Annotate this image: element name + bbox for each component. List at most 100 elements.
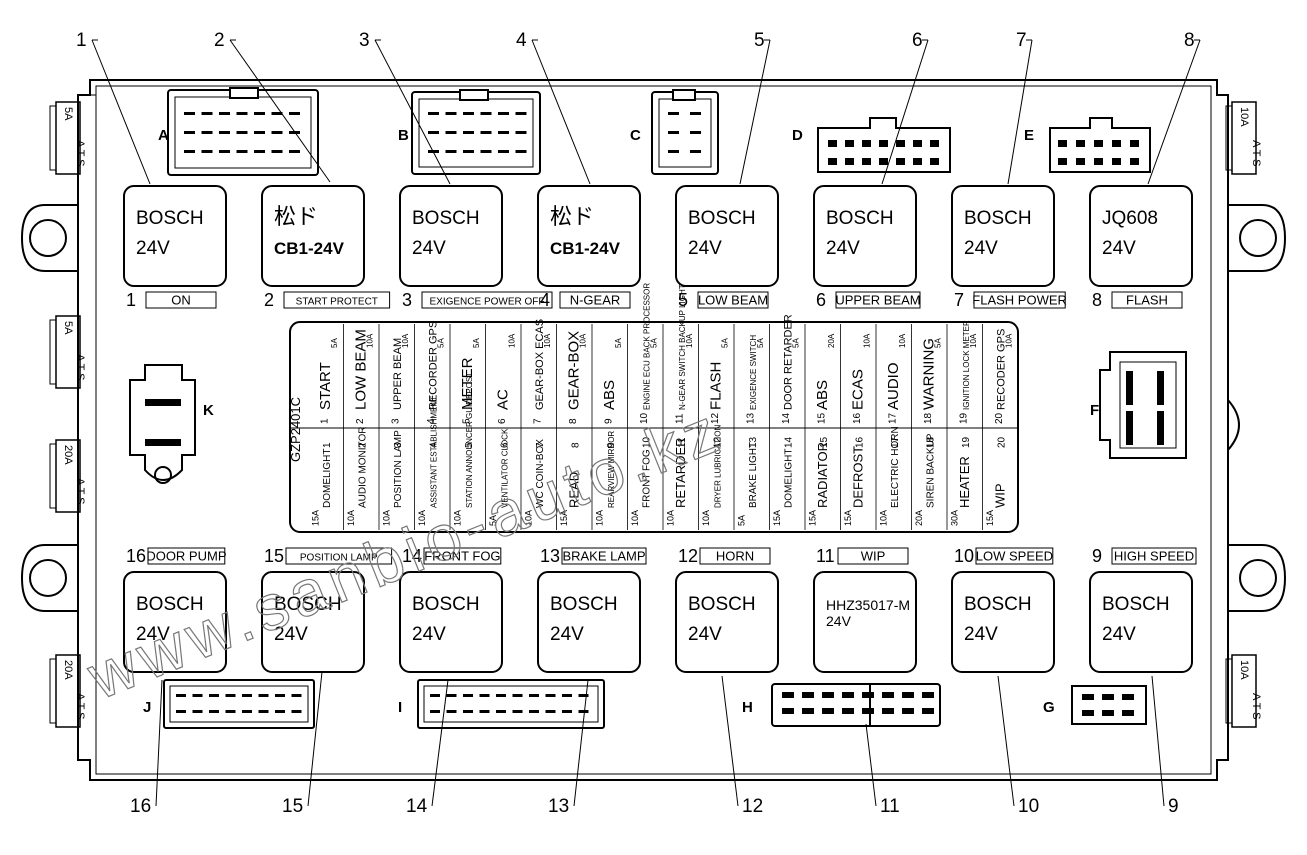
fuse-top-amp: 5A	[650, 338, 659, 348]
fuse-bottom-amp: 10A	[630, 510, 640, 526]
connector-pin	[515, 131, 527, 134]
connector-pin	[258, 694, 269, 697]
fuse-top-index: 19	[959, 412, 970, 424]
connector-pin	[176, 694, 186, 697]
fuse-bottom-name: STATION ANNOUNCER GUIDEPOST	[465, 372, 474, 508]
callout-3: 3	[359, 30, 451, 185]
callout-12: 12	[721, 675, 763, 817]
relay-function-label: BRAKE LAMP	[562, 549, 645, 564]
connector-pin	[1122, 694, 1134, 700]
relay-number: 6	[816, 290, 826, 310]
fuse-top-name: AUDIO	[885, 362, 902, 410]
fuse-top-name: IGNITION LOCK METER	[962, 320, 971, 410]
relay-function-label: ON	[171, 293, 191, 308]
connector-pin	[289, 112, 300, 115]
fuse-top-name: WARNING	[921, 338, 938, 410]
connector-pin	[828, 158, 837, 165]
connector-pin	[862, 140, 871, 147]
fuse-top-amp: 10A	[1005, 333, 1014, 348]
connector-pin	[463, 150, 474, 153]
left-fuse-rating-3: 20A	[62, 445, 74, 465]
connector-pin	[236, 112, 248, 115]
fuse-top-amp: 10A	[579, 333, 588, 348]
connector-pin	[225, 694, 236, 697]
relay-function-label: DOOR PUMP	[146, 549, 226, 564]
callout-number: 5	[754, 30, 765, 51]
relay-brand: BOSCH	[550, 594, 618, 615]
relay-number: 10	[954, 546, 974, 566]
connector-pin	[1130, 158, 1139, 165]
relay-number: 16	[126, 546, 146, 566]
connector-pin	[242, 694, 252, 697]
fuse-bottom-name: WC COIN-BOX	[535, 439, 546, 508]
connector-pin	[225, 710, 236, 713]
relay-number: 7	[954, 290, 964, 310]
fuse-bottom-name: POSITION LAMP	[393, 430, 404, 508]
fuse-top-amp: 10A	[508, 333, 517, 348]
connector-pin	[498, 112, 509, 115]
callout-4: 4	[516, 30, 591, 185]
fuse-bottom-index: 6	[500, 442, 511, 448]
connector-pin	[291, 710, 302, 713]
relay-function-label: HIGH SPEED	[1114, 549, 1194, 564]
connector-pin	[822, 708, 834, 714]
relay-brand: BOSCH	[412, 594, 480, 615]
relay-brand: BOSCH	[688, 594, 756, 615]
connector-d	[817, 117, 951, 173]
connector-pin	[236, 150, 248, 153]
fuse-bottom-index: 9	[606, 442, 617, 448]
fuse-bottom-index: 3	[393, 442, 404, 448]
fuse-bottom-name: AUDIO MONITOR	[358, 427, 369, 508]
connector-pin	[1082, 710, 1094, 716]
left-fuse-type-3: A T S	[74, 478, 86, 505]
connector-pin	[1058, 158, 1067, 165]
connector-pin	[842, 708, 854, 714]
fuse-top-index: 4	[426, 418, 437, 424]
connector-pin	[1094, 140, 1103, 147]
fuse-top-name: UPPER BEAM	[392, 338, 404, 410]
connector-pin	[209, 694, 219, 697]
callout-number: 7	[1016, 30, 1027, 51]
fuse-top-amp: 10A	[969, 333, 978, 348]
fuse-bottom-index: 4	[429, 442, 440, 448]
fuse-top-amp: 5A	[614, 338, 623, 348]
connector-pin	[242, 710, 252, 713]
connector-pin	[828, 140, 837, 147]
relay-number: 15	[264, 546, 284, 566]
fuse-top-name: DOOR RETARDER	[783, 314, 795, 410]
relay-function-label: UPPER BEAM	[835, 293, 920, 308]
connector-pin	[219, 112, 230, 115]
connector-pin	[913, 158, 922, 165]
callout-number: 6	[912, 30, 923, 51]
connector-label-g: G	[1043, 699, 1055, 716]
fuse-top-name: N-GEAR SWITCH BACKUP LIGHT	[678, 284, 687, 410]
connector-pin	[498, 150, 509, 153]
fuse-bottom-name: HEATER	[957, 456, 972, 508]
fuse-top-amp: 10A	[401, 333, 410, 348]
connector-pin	[1122, 710, 1134, 716]
connector-h	[771, 683, 941, 727]
relay-function-label: START PROTECT	[296, 297, 378, 308]
fuse-top-amp: 5A	[721, 338, 730, 348]
relay-number: 11	[816, 546, 835, 566]
connector-pin	[1082, 694, 1094, 700]
connector-pin	[668, 112, 679, 115]
relay-rating: 24V	[826, 238, 860, 259]
connector-g	[1071, 685, 1147, 725]
fuse-top-name: RECORDER GPS	[428, 321, 440, 410]
connector-label-j: J	[143, 699, 151, 716]
fuse-top-index: 3	[391, 418, 402, 424]
connector-j	[163, 679, 315, 729]
fuse-top-amp: 5A	[472, 338, 481, 348]
housing-outline	[77, 79, 1229, 781]
connector-pin	[446, 710, 457, 713]
connector-pin	[1112, 140, 1121, 147]
